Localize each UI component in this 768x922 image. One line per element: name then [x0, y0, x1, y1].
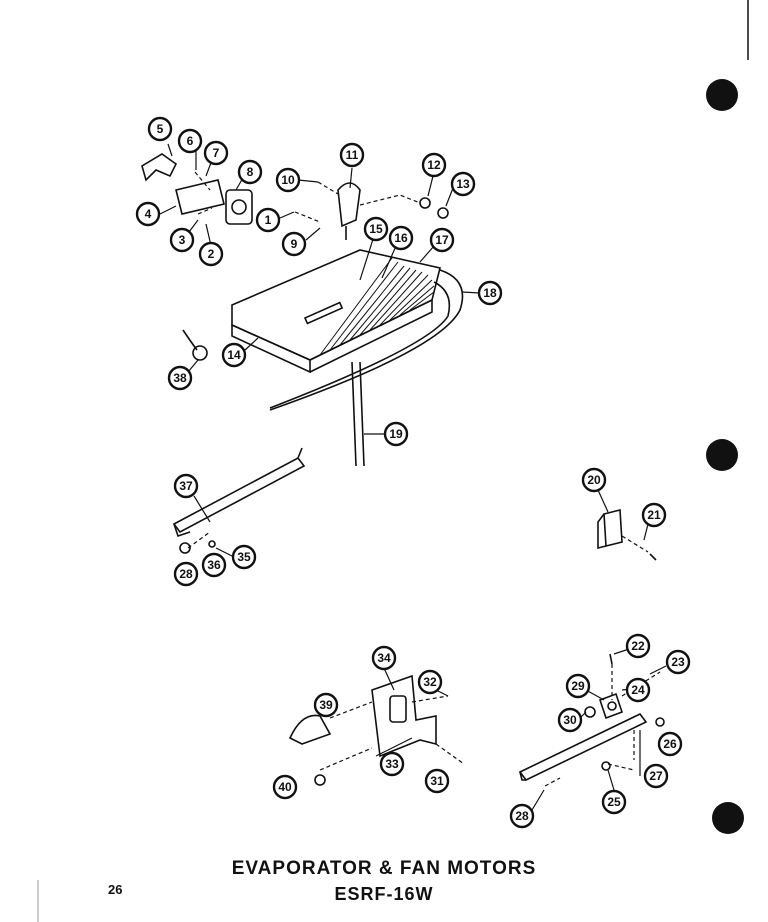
svg-text:23: 23 — [671, 655, 685, 669]
svg-text:11: 11 — [346, 148, 359, 162]
callout: 16 — [388, 225, 414, 251]
callout: 3 — [169, 227, 195, 253]
binder-hole-top — [706, 79, 738, 111]
callout: 18 — [477, 280, 503, 306]
callout: 15 — [363, 216, 389, 242]
svg-text:3: 3 — [179, 233, 186, 247]
callout: 24 — [625, 677, 651, 703]
defrost-thermostat — [182, 329, 208, 361]
svg-text:33: 33 — [385, 757, 399, 771]
svg-text:35: 35 — [237, 550, 251, 564]
callout: 34 — [371, 645, 397, 671]
callout: 2 — [198, 241, 224, 267]
callout: 31 — [424, 768, 450, 794]
svg-text:36: 36 — [207, 558, 221, 572]
leader-lines — [159, 143, 667, 811]
svg-text:9: 9 — [291, 237, 298, 251]
callout: 37 — [173, 473, 199, 499]
fan-motor-bracket — [288, 674, 465, 786]
svg-text:21: 21 — [647, 508, 661, 522]
svg-text:13: 13 — [456, 177, 470, 191]
callout: 4 — [135, 201, 161, 227]
callout: 29 — [565, 673, 591, 699]
callout: 30 — [557, 707, 583, 733]
svg-text:15: 15 — [369, 222, 383, 236]
evaporator-coil — [231, 249, 464, 467]
svg-text:24: 24 — [631, 683, 645, 697]
fan-bracket — [294, 181, 449, 240]
svg-text:34: 34 — [377, 651, 391, 665]
callout: 26 — [657, 731, 683, 757]
svg-text:38: 38 — [173, 371, 187, 385]
callout: 28 — [173, 561, 199, 587]
callout: 14 — [221, 342, 247, 368]
svg-text:16: 16 — [394, 231, 408, 245]
svg-text:22: 22 — [631, 639, 645, 653]
callout: 17 — [429, 227, 455, 253]
callout: 28 — [509, 803, 535, 829]
svg-text:26: 26 — [663, 737, 677, 751]
svg-text:27: 27 — [649, 769, 663, 783]
svg-text:39: 39 — [319, 698, 333, 712]
callout: 39 — [313, 692, 339, 718]
model-number: ESRF-16W — [334, 884, 434, 904]
callout: 5 — [147, 116, 173, 142]
callout: 7 — [203, 140, 229, 166]
callout: 40 — [272, 774, 298, 800]
fan-motor-assembly — [141, 153, 253, 225]
callout: 35 — [231, 544, 257, 570]
callout: 32 — [417, 669, 443, 695]
svg-text:32: 32 — [423, 675, 437, 689]
callout: 23 — [665, 649, 691, 675]
drain-trough — [172, 447, 306, 554]
callout: 25 — [601, 789, 627, 815]
callout: 20 — [581, 467, 607, 493]
clip-bracket — [597, 508, 657, 561]
svg-text:30: 30 — [563, 713, 577, 727]
svg-text:25: 25 — [607, 795, 621, 809]
callout: 1 — [255, 207, 281, 233]
callout: 19 — [383, 421, 409, 447]
svg-text:29: 29 — [571, 679, 585, 693]
svg-text:4: 4 — [145, 207, 152, 221]
callout: 10 — [275, 167, 301, 193]
diagram-title: EVAPORATOR & FAN MOTORS — [231, 858, 537, 879]
callout: 12 — [421, 152, 447, 178]
svg-text:28: 28 — [179, 567, 193, 581]
fan-rail-assembly — [518, 653, 665, 787]
svg-text:28: 28 — [515, 809, 529, 823]
svg-text:1: 1 — [265, 213, 272, 227]
callout: 33 — [379, 751, 405, 777]
callout: 13 — [450, 171, 476, 197]
binder-hole-middle — [706, 439, 738, 471]
svg-text:20: 20 — [587, 473, 601, 487]
svg-text:2: 2 — [208, 247, 215, 261]
callout: 36 — [201, 552, 227, 578]
svg-text:6: 6 — [187, 134, 194, 148]
callout: 21 — [641, 502, 667, 528]
svg-text:31: 31 — [430, 774, 444, 788]
svg-text:37: 37 — [179, 479, 193, 493]
svg-text:7: 7 — [213, 146, 220, 160]
svg-text:40: 40 — [278, 780, 292, 794]
svg-text:12: 12 — [427, 158, 441, 172]
binder-hole-bottom — [712, 802, 744, 834]
svg-text:10: 10 — [281, 173, 295, 187]
callout: 8 — [237, 159, 263, 185]
svg-text:19: 19 — [389, 427, 403, 441]
callout: 22 — [625, 633, 651, 659]
callout: 6 — [177, 128, 203, 154]
svg-text:17: 17 — [435, 233, 449, 247]
svg-text:5: 5 — [157, 122, 164, 136]
callout: 11 — [339, 142, 365, 168]
page-number: 26 — [108, 882, 123, 897]
svg-text:14: 14 — [227, 348, 241, 362]
svg-text:18: 18 — [483, 286, 497, 300]
callout: 27 — [643, 763, 669, 789]
callout: 9 — [281, 231, 307, 257]
svg-text:8: 8 — [247, 165, 254, 179]
callout: 38 — [167, 365, 193, 391]
